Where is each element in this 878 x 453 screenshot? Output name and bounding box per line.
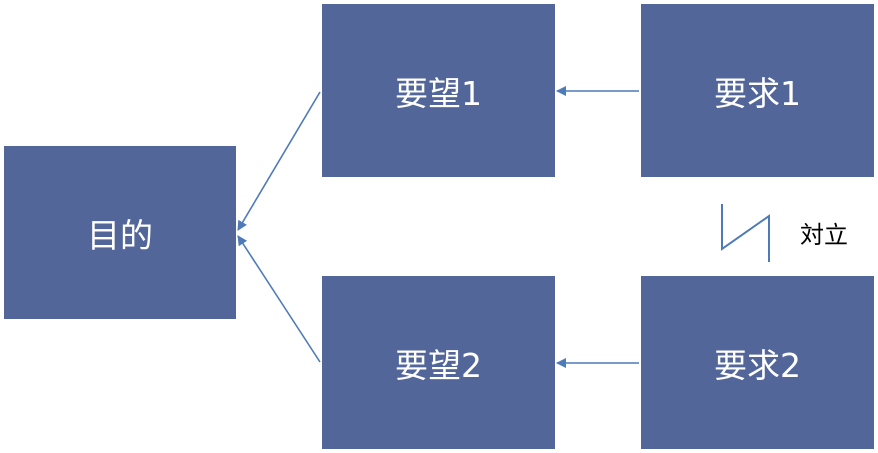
edge-want2-to-goal <box>237 235 321 363</box>
conflict-label: 対立 <box>800 221 848 249</box>
want1-box: 要望1 <box>322 4 555 177</box>
want2-box: 要望2 <box>322 276 555 449</box>
req2-label: 要求2 <box>714 345 801 385</box>
want1-label: 要望1 <box>395 73 482 113</box>
goal-label: 目的 <box>87 215 153 255</box>
conflict-symbol <box>721 204 770 262</box>
req1-label: 要求1 <box>714 73 801 113</box>
edge-want1-to-goal <box>237 91 321 231</box>
req1-box: 要求1 <box>641 4 874 177</box>
want2-label: 要望2 <box>395 345 482 385</box>
goal-box: 目的 <box>4 146 236 319</box>
req2-box: 要求2 <box>641 276 874 449</box>
